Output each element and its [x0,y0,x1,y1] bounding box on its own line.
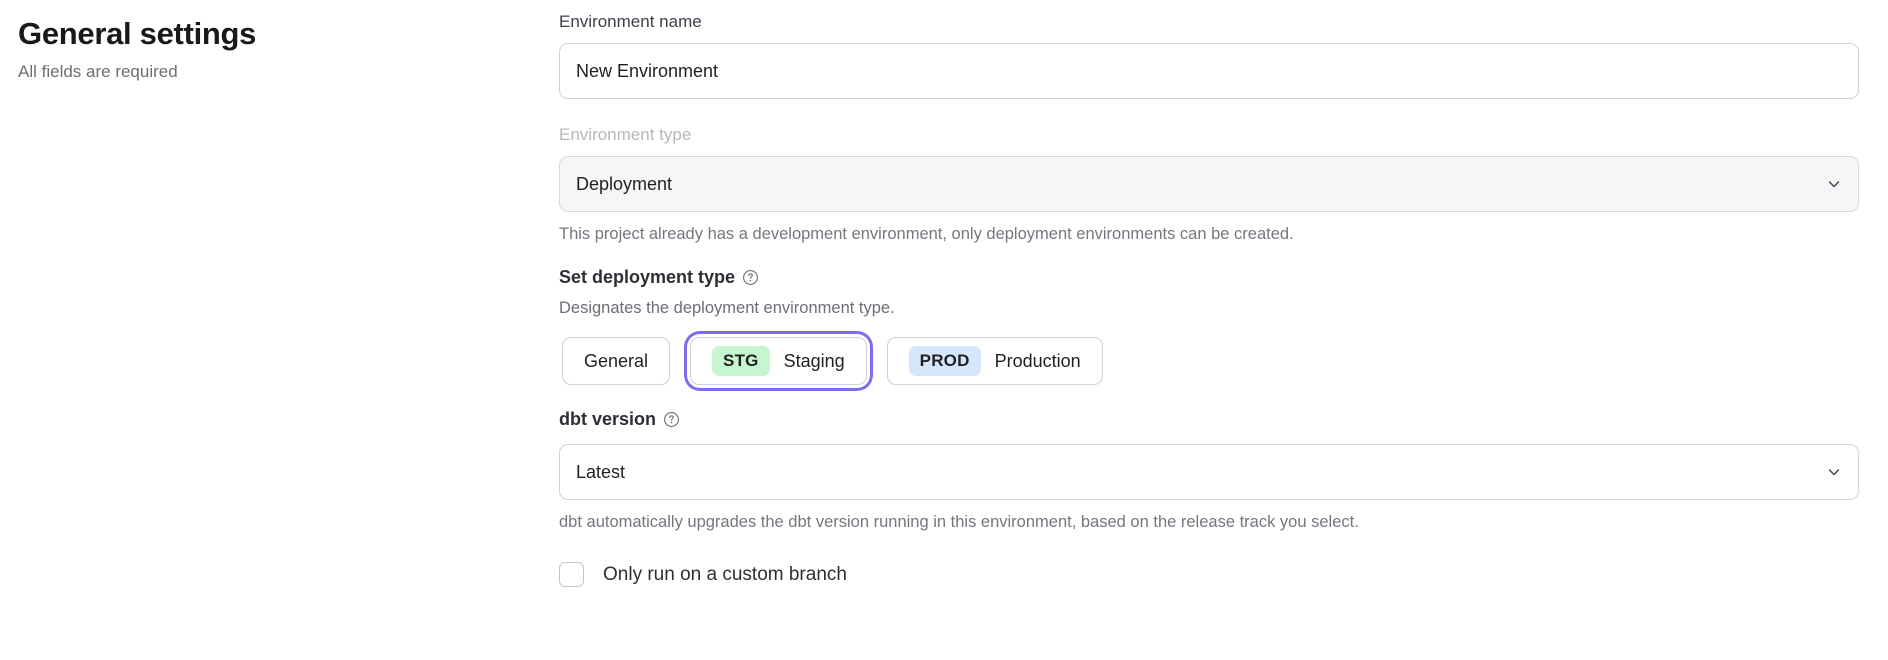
dbt-version-heading: dbt version [559,406,1859,432]
deployment-type-option-production-wrapper: PROD Production [884,334,1106,388]
question-circle-icon[interactable] [742,269,759,286]
deployment-type-option-staging-label: Staging [783,350,845,371]
deployment-type-field: Set deployment type Designates the deplo… [559,264,1859,388]
custom-branch-row: Only run on a custom branch [559,562,1859,587]
environment-type-label: Environment type [559,125,692,144]
dbt-version-value: Latest [576,461,626,482]
dbt-version-heading-label: dbt version [559,409,657,429]
page-title: General settings [18,16,257,51]
deployment-type-options: General STG Staging PROD Production [559,334,1859,388]
dbt-version-help-text: dbt automatically upgrades the dbt versi… [559,513,1359,531]
settings-form: Environment name New Environment Environ… [559,10,1859,587]
chevron-down-icon [1826,464,1842,480]
environment-name-input[interactable]: New Environment [559,43,1859,99]
deployment-type-option-staging[interactable]: STG Staging [690,337,867,385]
deployment-type-description: Designates the deployment environment ty… [559,299,895,317]
environment-name-label: Environment name [559,12,702,31]
deployment-type-option-production-label: Production [994,350,1081,371]
deployment-type-option-staging-wrapper: STG Staging [687,334,870,388]
dbt-version-field: dbt version Latest dbt aut [559,406,1859,534]
deployment-type-heading: Set deployment type [559,264,1859,290]
page-subtitle: All fields are required [18,62,178,81]
custom-branch-checkbox[interactable] [559,562,584,587]
custom-branch-label: Only run on a custom branch [603,563,847,585]
deployment-type-option-production[interactable]: PROD Production [886,337,1103,385]
deployment-type-option-general[interactable]: General [562,337,671,385]
environment-type-value: Deployment [576,173,673,194]
production-badge: PROD [908,346,981,376]
environment-name-field: Environment name New Environment [559,10,1859,99]
page-header: General settings All fields are required [18,14,518,84]
environment-type-select[interactable]: Deployment [559,156,1859,212]
deployment-type-heading-label: Set deployment type [559,267,736,287]
dbt-version-select[interactable]: Latest [559,444,1859,500]
chevron-down-icon [1826,176,1842,192]
question-circle-icon[interactable] [663,411,680,428]
deployment-type-option-general-label: General [584,350,649,371]
staging-badge: STG [712,346,770,376]
environment-type-help-text: This project already has a development e… [559,225,1294,243]
deployment-type-option-general-wrapper: General [559,334,673,388]
environment-type-field: Environment type Deployment This project… [559,123,1859,246]
